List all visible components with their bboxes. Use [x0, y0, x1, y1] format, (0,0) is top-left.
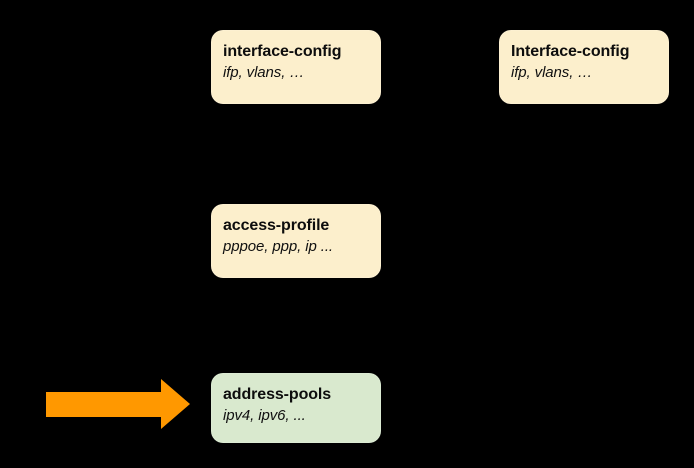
node-interface-config-right[interactable]: Interface-config ifp, vlans, … [499, 30, 669, 104]
node-title: access-profile [223, 217, 330, 234]
node-title: Interface-config [511, 43, 630, 60]
node-subtitle: ifp, vlans, … [223, 64, 305, 81]
node-interface-config[interactable]: interface-config ifp, vlans, … [211, 30, 381, 104]
node-title: address-pools [223, 386, 332, 403]
node-subtitle: ipv4, ipv6, ... [223, 407, 306, 424]
orange-right-arrow-icon [44, 378, 192, 430]
node-title: interface-config [223, 43, 342, 60]
node-subtitle: pppoe, ppp, ip ... [223, 238, 333, 255]
arrow-shape [46, 379, 190, 429]
arrow-right-icon [46, 379, 190, 429]
node-subtitle: ifp, vlans, … [511, 64, 593, 81]
node-address-pools[interactable]: address-pools ipv4, ipv6, ... [211, 373, 381, 443]
node-access-profile[interactable]: access-profile pppoe, ppp, ip ... [211, 204, 381, 278]
